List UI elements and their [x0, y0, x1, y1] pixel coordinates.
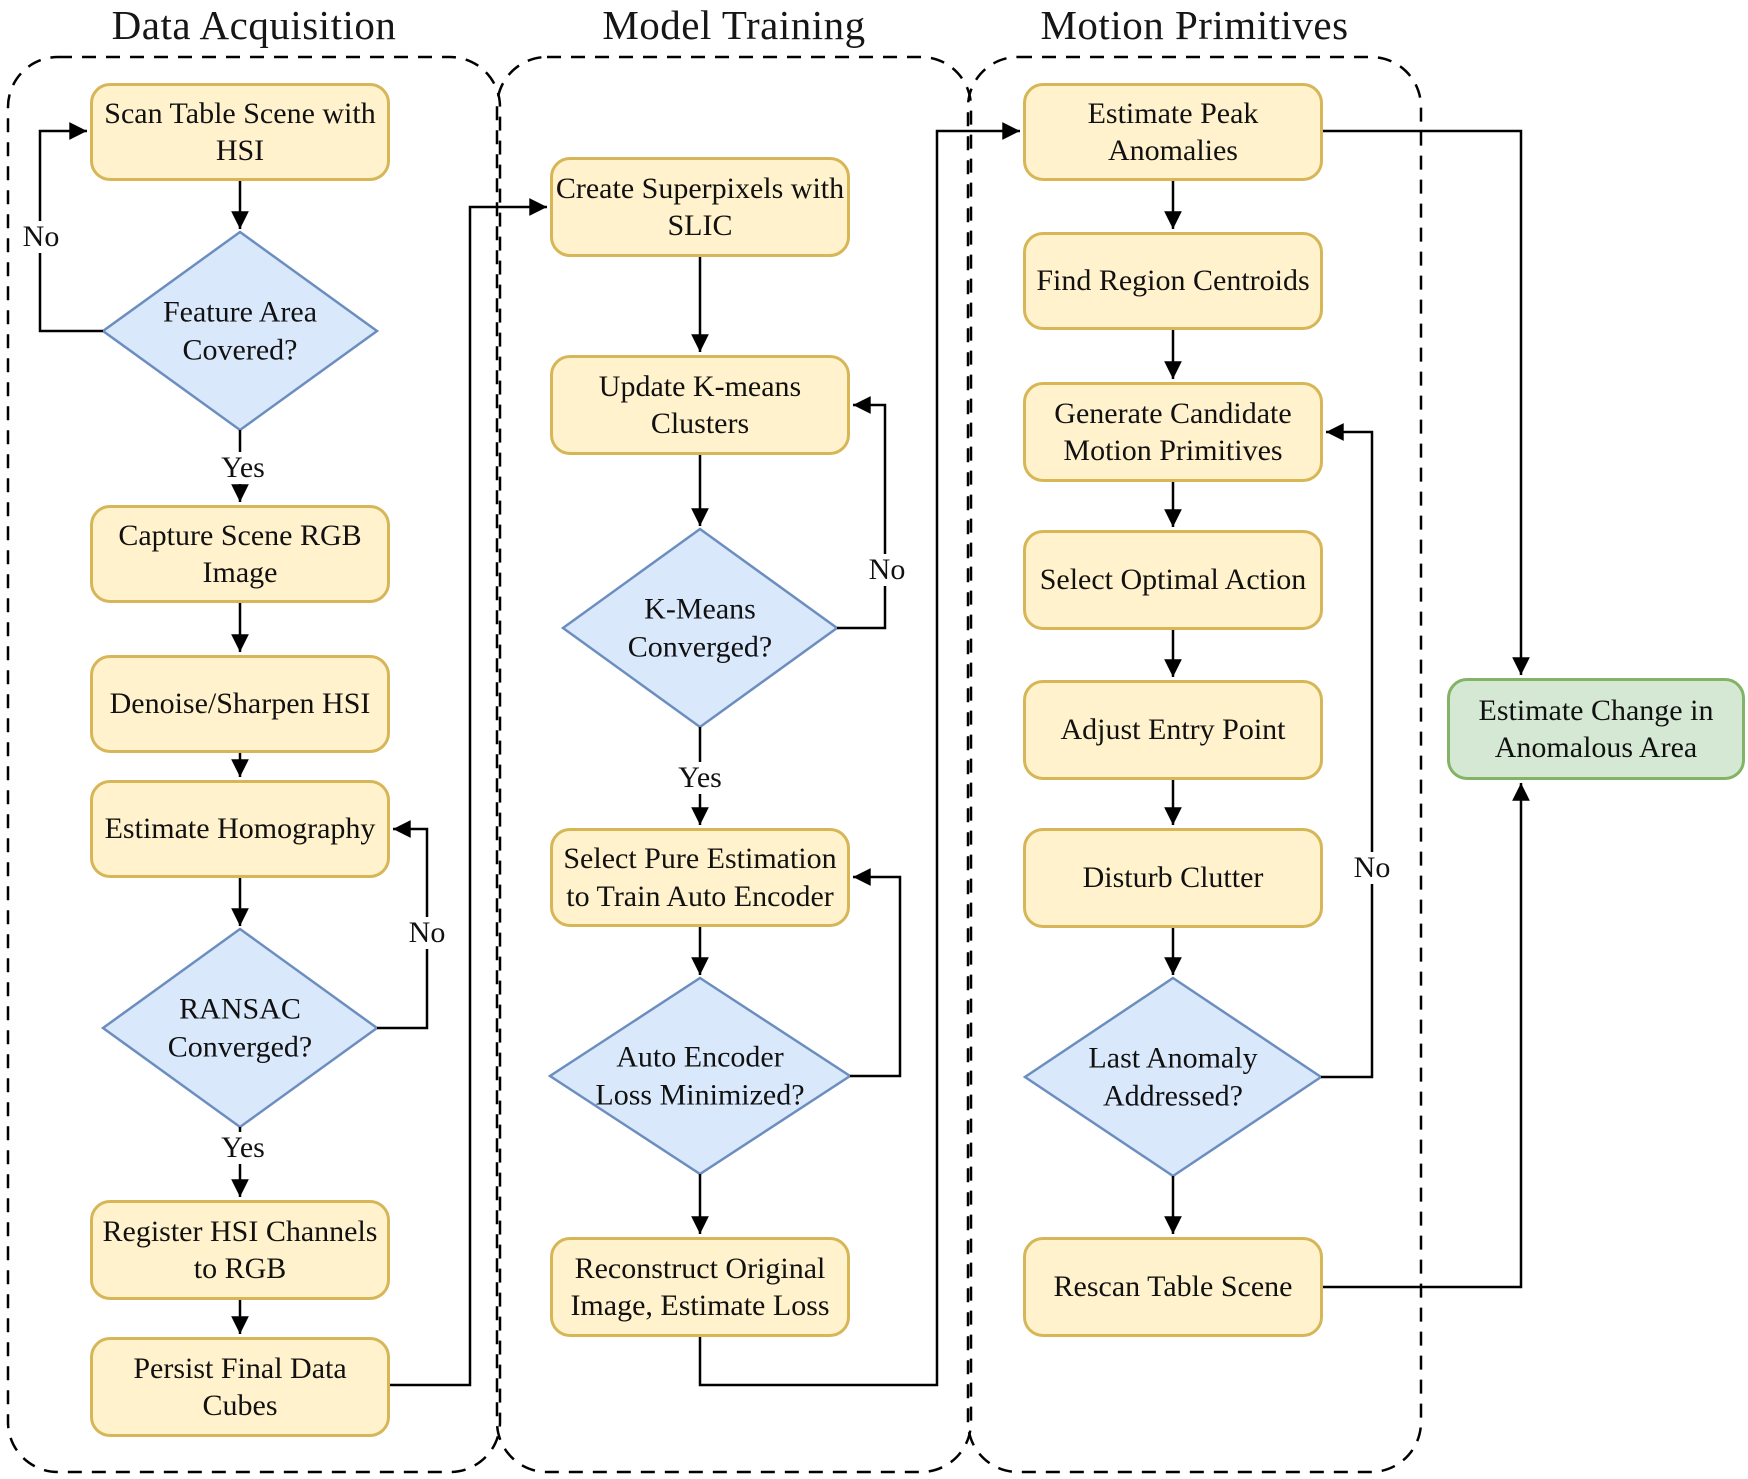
edge-label-kmeans-no: No	[863, 554, 911, 586]
label-autoencoder-loss-minimized: Auto Encoder Loss Minimized?	[595, 1040, 805, 1112]
container-data-acquisition	[6, 55, 502, 1474]
arrow-kmeans-no-loop	[837, 396, 887, 630]
node-persist-data-cubes: Persist Final Data Cubes	[90, 1337, 390, 1437]
arrow-last-no-loop	[1321, 423, 1374, 1079]
arrow-rescan-to-result	[1323, 783, 1530, 1289]
node-select-pure-estimation: Select Pure Estimation to Train Auto Enc…	[550, 828, 850, 927]
node-capture-scene-rgb: Capture Scene RGB Image	[90, 505, 390, 603]
node-adjust-entry-point: Adjust Entry Point	[1023, 680, 1323, 780]
section-title-data-acquisition: Data Acquisition	[111, 2, 397, 48]
label-kmeans-converged: K-Means Converged?	[627, 592, 773, 664]
edge-label-last-no: No	[1348, 852, 1396, 884]
container-motion-primitives	[966, 55, 1423, 1474]
node-update-kmeans-clusters: Update K-means Clusters	[550, 355, 850, 455]
node-estimate-homography: Estimate Homography	[90, 780, 390, 878]
node-select-optimal-action: Select Optimal Action	[1023, 530, 1323, 630]
node-create-superpixels: Create Superpixels with SLIC	[550, 157, 850, 257]
edge-label-kmeans-yes: Yes	[673, 762, 727, 794]
label-last-anomaly-addressed: Last Anomaly Addressed?	[1088, 1041, 1258, 1113]
node-generate-candidate-primitives: Generate Candidate Motion Primitives	[1023, 382, 1323, 482]
arrow-reconstruct-to-estimate-peak	[698, 122, 1020, 1387]
edge-label-ransac-yes: Yes	[216, 1132, 270, 1164]
container-model-training	[495, 55, 973, 1474]
node-estimate-change-anomalous-area: Estimate Change in Anomalous Area	[1447, 678, 1745, 780]
edge-label-feature-no: No	[17, 221, 65, 253]
node-denoise-sharpen: Denoise/Sharpen HSI	[90, 655, 390, 753]
edge-label-feature-yes: Yes	[216, 452, 270, 484]
label-ransac-converged: RANSAC Converged?	[167, 992, 313, 1064]
section-title-motion-primitives: Motion Primitives	[1040, 2, 1349, 48]
node-disturb-clutter: Disturb Clutter	[1023, 828, 1323, 928]
node-scan-table-scene: Scan Table Scene with HSI	[90, 83, 390, 181]
arrow-auto-no-loop	[850, 868, 902, 1078]
section-title-model-training: Model Training	[602, 2, 866, 48]
edge-label-ransac-no: No	[403, 917, 451, 949]
node-find-region-centroids: Find Region Centroids	[1023, 232, 1323, 330]
arrow-estimatepeak-to-result	[1323, 129, 1530, 675]
node-estimate-peak-anomalies: Estimate Peak Anomalies	[1023, 83, 1323, 181]
label-feature-area-covered: Feature Area Covered?	[162, 295, 318, 367]
arrow-persist-to-create	[390, 198, 547, 1387]
node-reconstruct-original-image: Reconstruct Original Image, Estimate Los…	[550, 1237, 850, 1337]
node-register-hsi-channels: Register HSI Channels to RGB	[90, 1200, 390, 1300]
node-rescan-table-scene: Rescan Table Scene	[1023, 1237, 1323, 1337]
